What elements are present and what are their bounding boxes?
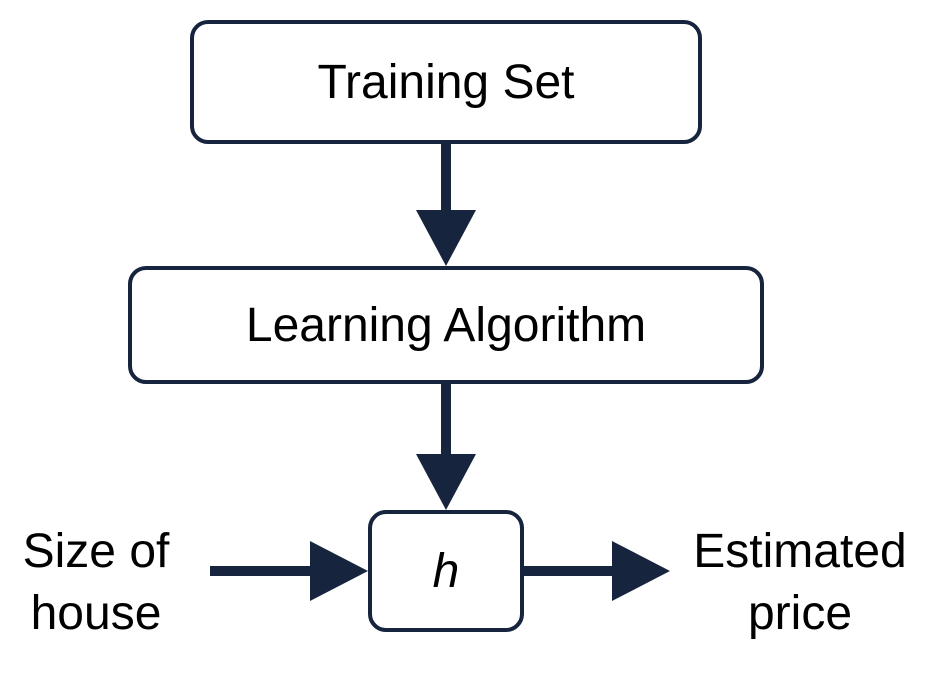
output-label: Estimated price [672, 521, 928, 645]
training-set-box: Training Set [190, 20, 702, 144]
learning-algorithm-box: Learning Algorithm [128, 266, 764, 384]
input-label: Size of house [0, 521, 192, 645]
arrow-learning-to-h [416, 384, 476, 510]
arrow-input-to-h [210, 541, 368, 601]
training-set-label: Training Set [317, 55, 575, 109]
input-label-line2: house [30, 587, 162, 640]
hypothesis-box: h [368, 510, 524, 632]
output-label-line1: Estimated [693, 525, 907, 578]
learning-algorithm-label: Learning Algorithm [245, 298, 647, 352]
output-label-line2: price [747, 587, 853, 640]
input-label-line1: Size of [22, 525, 170, 578]
hypothesis-label: h [432, 544, 460, 598]
arrow-training-to-learning [416, 144, 476, 266]
arrow-h-to-output [524, 541, 670, 601]
